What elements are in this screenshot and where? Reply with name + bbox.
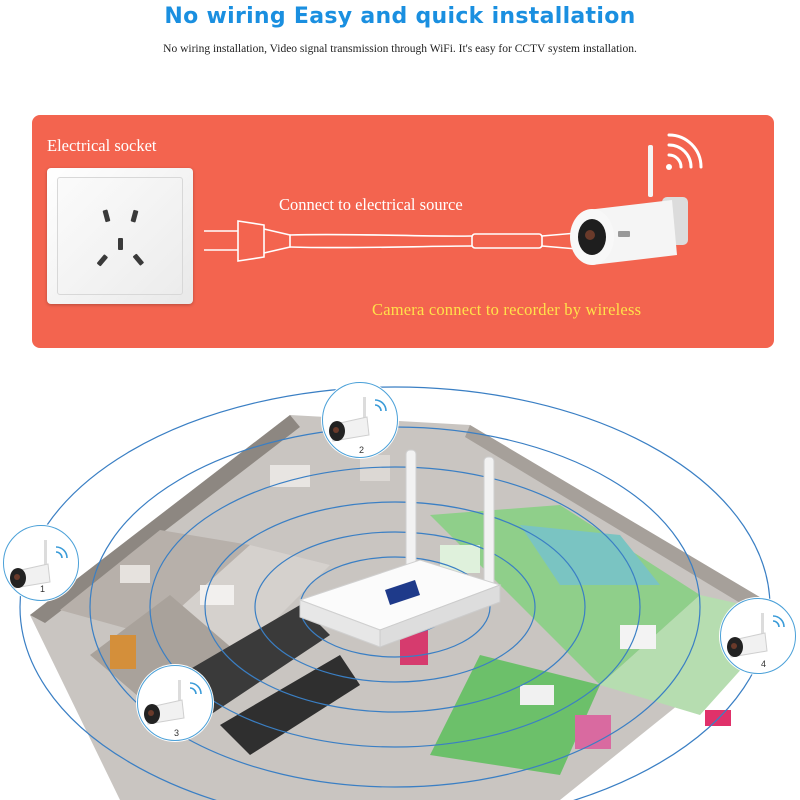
camera-badge-1: 1 — [3, 525, 79, 601]
camera-number: 3 — [174, 728, 180, 738]
page-title: No wiring Easy and quick installation — [164, 4, 636, 29]
wifi-signal-icon — [374, 399, 387, 412]
wifi-recorder-icon — [298, 449, 502, 648]
connect-label: Connect to electrical source — [279, 195, 463, 214]
camera-badge-2: 2 — [322, 382, 398, 458]
power-plug-icon — [204, 220, 578, 262]
wifi-signal-icon — [772, 615, 785, 628]
house-floorplan-illustration: 1 2 3 — [0, 355, 800, 800]
socket-label: Electrical socket — [47, 136, 157, 155]
camera-number: 2 — [359, 445, 365, 455]
bullet-camera-icon — [570, 145, 688, 265]
wifi-signal-icon — [189, 682, 202, 695]
camera-badge-3: 3 — [137, 665, 213, 741]
wifi-signal-icon — [666, 133, 703, 170]
camera-number: 1 — [40, 584, 46, 594]
page-subtitle: No wiring installation, Video signal tra… — [163, 43, 637, 55]
power-socket-icon — [47, 168, 193, 304]
wifi-signal-icon — [55, 546, 68, 559]
camera-number: 4 — [761, 659, 767, 669]
bullet-camera-icon — [329, 397, 370, 442]
wireless-label: Camera connect to recorder by wireless — [372, 300, 642, 319]
installation-panel: Electrical socket Connect to electrical … — [32, 115, 774, 348]
bullet-camera-icon — [727, 613, 768, 658]
bullet-camera-icon — [144, 680, 185, 725]
camera-badge-4: 4 — [720, 598, 796, 674]
bullet-camera-icon — [10, 540, 51, 589]
